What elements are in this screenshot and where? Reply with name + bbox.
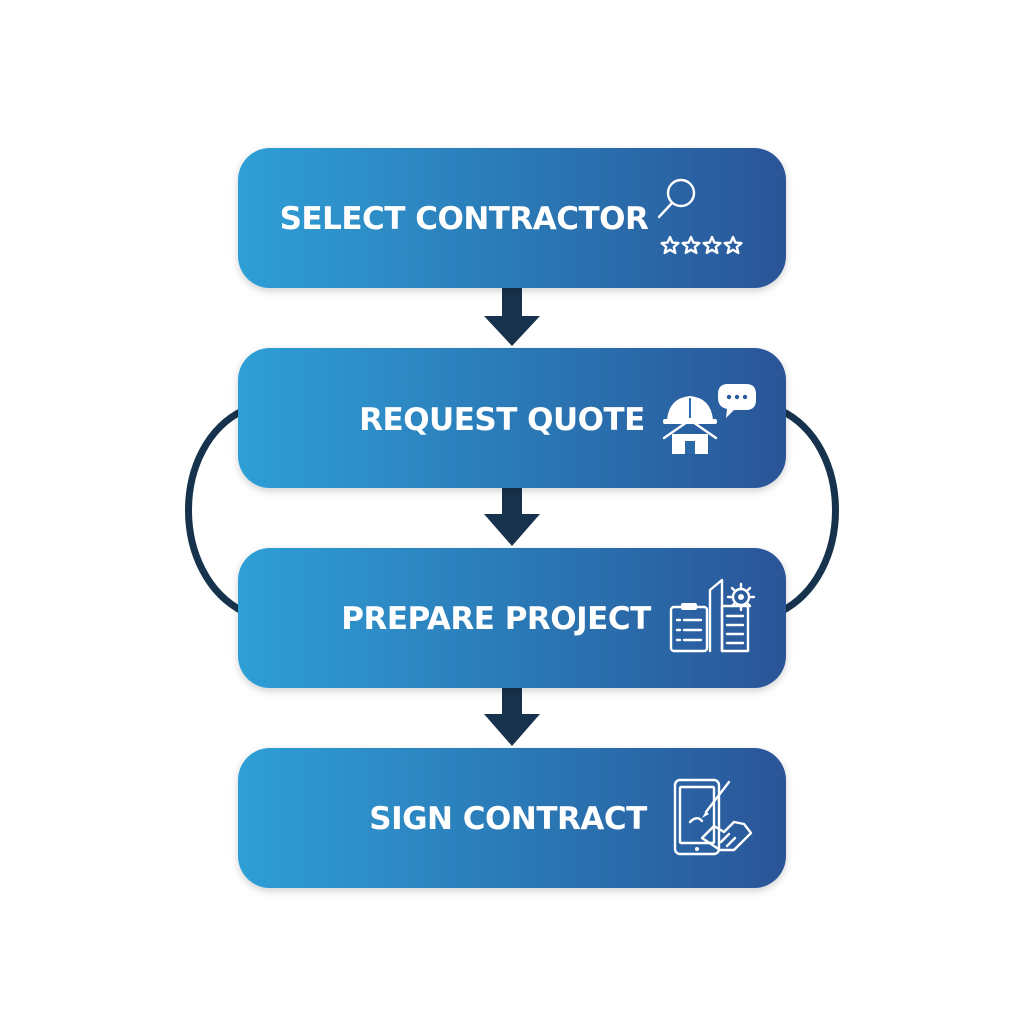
step-box-select-contractor: SELECT CONTRACTOR: [238, 148, 786, 288]
tablet-pen-handshake-icon: [673, 778, 753, 856]
arrow-down-1: [484, 288, 540, 346]
contractor-house-chat-icon: [662, 384, 756, 454]
step-label: REQUEST QUOTE: [359, 402, 645, 438]
step-label: SELECT CONTRACTOR: [280, 201, 649, 237]
magnifier-stars-icon: [657, 178, 743, 255]
step-box-prepare-project: PREPARE PROJECT: [238, 548, 786, 688]
arrow-down-3: [484, 686, 540, 746]
left-loop-connector: [185, 406, 246, 616]
step-label: SIGN CONTRACT: [369, 801, 647, 837]
step-box-request-quote: REQUEST QUOTE: [238, 348, 786, 488]
step-box-sign-contract: SIGN CONTRACT: [238, 748, 786, 888]
step-label: PREPARE PROJECT: [341, 601, 651, 637]
right-loop-connector: [778, 406, 839, 616]
arrow-down-2: [484, 488, 540, 546]
clipboard-building-gear-icon: [669, 578, 756, 653]
